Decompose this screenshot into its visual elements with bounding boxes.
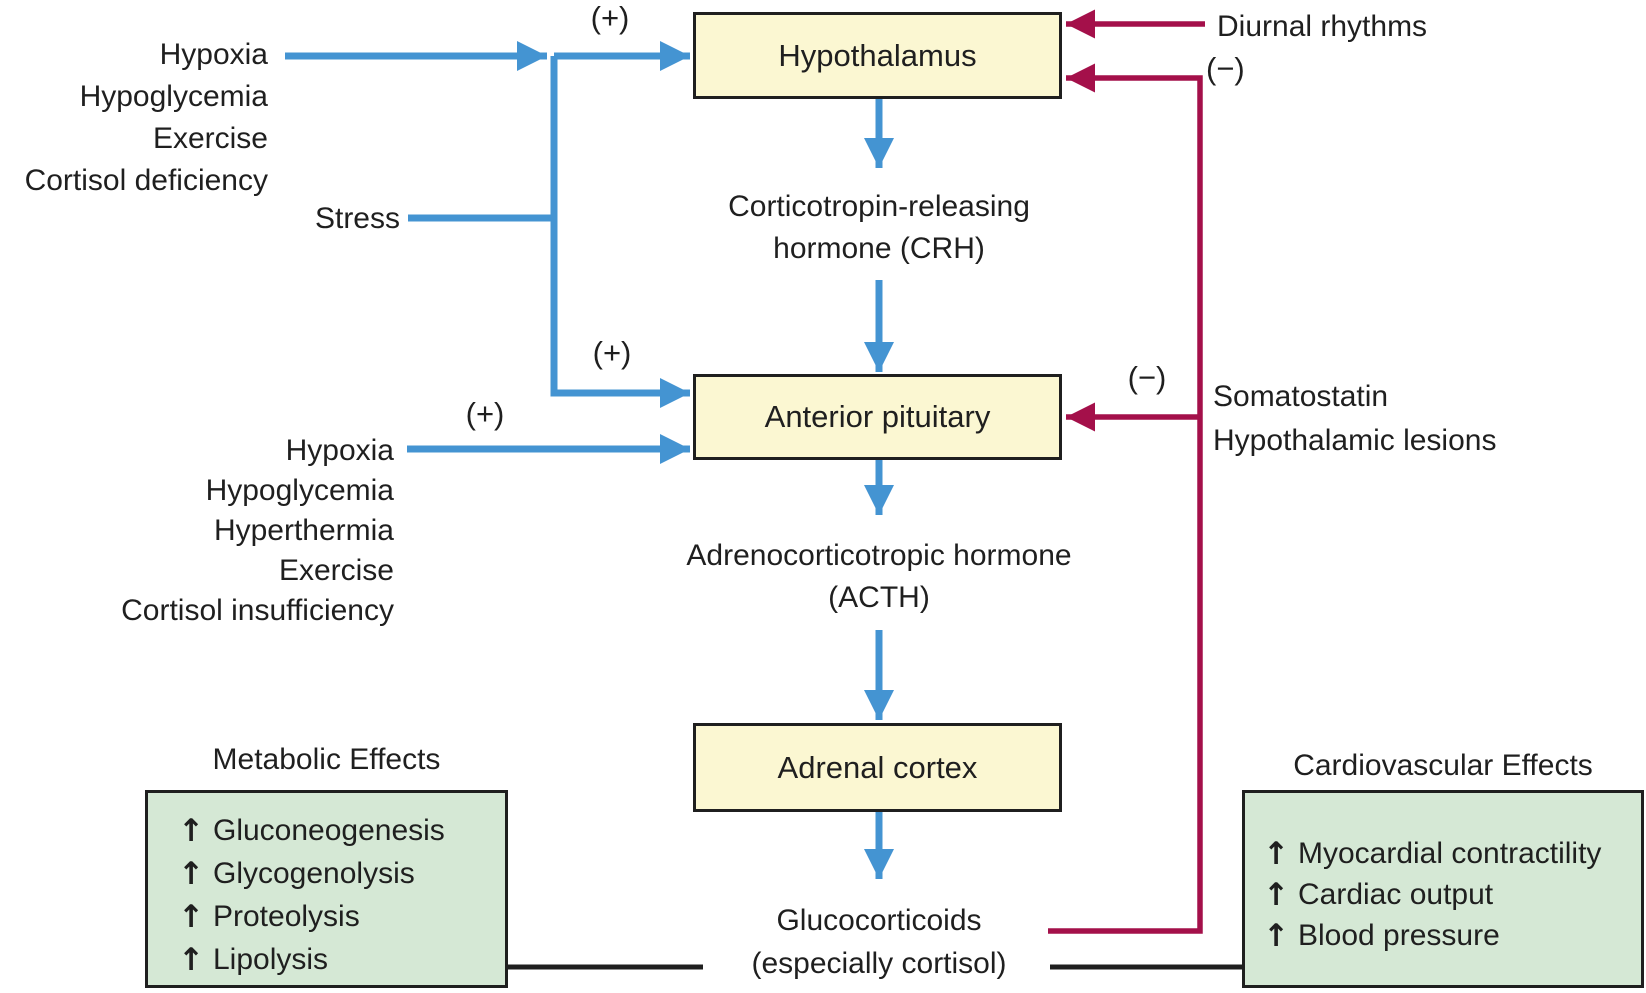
stimulus-item: Cortisol deficiency [24,164,268,197]
stimulus-item: Hypoxia [285,434,394,467]
acth-line1: Adrenocorticotropic hormone [686,539,1072,572]
cardiovascular-effects-title: Cardiovascular Effects [1293,749,1593,782]
effect-row: ↑ Blood pressure [1263,915,1641,956]
somatostatin-label: Somatostatin [1213,380,1389,413]
hypothalamus-label: Hypothalamus [778,37,977,73]
glucocorticoids-line1: Glucocorticoids [776,904,982,937]
effect-row: ↑ Myocardial contractility [1263,833,1641,874]
effect-label: Gluconeogenesis [212,813,445,847]
effect-label: Blood pressure [1297,918,1500,952]
crh-label: Corticotropin-releasing hormone (CRH) [629,186,1129,270]
increase-arrow-icon: ↑ [1263,876,1289,913]
effect-label: Proteolysis [212,899,360,933]
increase-arrow-icon: ↑ [1263,835,1289,872]
increase-arrow-icon: ↑ [178,855,204,892]
effect-label: Lipolysis [212,942,329,976]
stimulus-item: Exercise [278,554,394,587]
acth-label: Adrenocorticotropic hormone (ACTH) [629,535,1129,619]
metabolic-effects-box: ↑ Gluconeogenesis ↑ Glycogenolysis ↑ Pro… [145,790,508,988]
effect-row: ↑ Glycogenolysis [178,852,505,895]
anterior-pituitary-box: Anterior pituitary [693,374,1062,460]
hypothalamic-lesions-label: Hypothalamic lesions [1213,424,1497,457]
increase-arrow-icon: ↑ [178,812,204,849]
effect-label: Cardiac output [1297,877,1494,911]
crh-line1: Corticotropin-releasing [728,190,1030,223]
plus-sign-hypothalamus: (+) [590,0,630,35]
hypothalamus-stimuli-list: Hypoxia Hypoglycemia Exercise Cortisol d… [0,34,268,202]
adrenal-cortex-box: Adrenal cortex [693,723,1062,812]
anterior-pituitary-label: Anterior pituitary [764,399,991,434]
inhibitors-list: Somatostatin Hypothalamic lesions [1213,375,1496,463]
effect-row: ↑ Proteolysis [178,895,505,938]
junction-to-pituitary-arrow [550,56,690,408]
stimulus-item: Hyperthermia [213,514,394,547]
effect-label: Glycogenolysis [212,856,415,890]
glucocorticoids-line2: (especially cortisol) [751,947,1007,980]
hypothalamus-box: Hypothalamus [693,12,1062,99]
metabolic-effects-title: Metabolic Effects [212,743,441,776]
effect-label: Myocardial contractility [1297,836,1602,870]
pituitary-stimuli-list: Hypoxia Hypoglycemia Hyperthermia Exerci… [0,431,394,631]
acth-line2: (ACTH) [828,581,930,614]
minus-sign-feedback: (−) [1127,360,1167,395]
stress-label: Stress [314,202,400,235]
increase-arrow-icon: ↑ [1263,917,1289,954]
cardiovascular-effects-box: ↑ Myocardial contractility ↑ Cardiac out… [1242,790,1644,988]
glucocorticoid-feedback-to-hypothalamus-arrow [1048,63,1203,934]
stimulus-item: Hypoxia [159,38,268,71]
plus-sign-pituitary-upper: (+) [592,335,632,370]
adrenal-cortex-label: Adrenal cortex [777,749,978,785]
effect-row: ↑ Lipolysis [178,938,505,981]
stimulus-item: Exercise [152,122,268,155]
minus-sign-diurnal: (−) [1206,51,1245,86]
effect-row: ↑ Cardiac output [1263,874,1641,915]
stimulus-item: Hypoglycemia [205,474,394,507]
increase-arrow-icon: ↑ [178,898,204,935]
plus-sign-pituitary-lower: (+) [465,396,505,431]
stimulus-item: Cortisol insufficiency [121,594,394,627]
effect-row: ↑ Gluconeogenesis [178,809,505,852]
diurnal-rhythms-label: Diurnal rhythms [1217,10,1428,43]
stimulus-item: Hypoglycemia [79,80,268,113]
crh-line2: hormone (CRH) [773,232,985,265]
increase-arrow-icon: ↑ [178,941,204,978]
glucocorticoids-label: Glucocorticoids (especially cortisol) [629,899,1129,985]
